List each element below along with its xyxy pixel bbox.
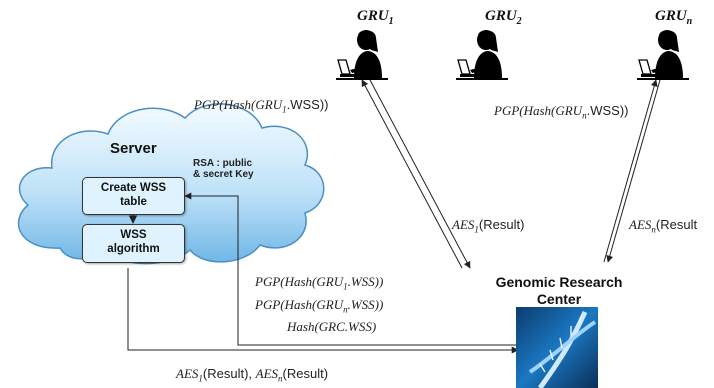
label-pgp-grun: PGP(Hash(GRUn.WSS)) bbox=[494, 103, 629, 121]
server-title: Server bbox=[110, 140, 157, 157]
arrow-grun-to-grc bbox=[606, 79, 661, 263]
label-aesn: AESn(Result bbox=[629, 217, 698, 235]
arrow-gru1-to-grc bbox=[369, 79, 471, 269]
label-pgp-gru1: PGP(Hash(GRU1.WSS)) bbox=[194, 97, 329, 115]
wss-algorithm-box: WSS algorithm bbox=[82, 224, 185, 263]
grc-label: Genomic Research Center bbox=[495, 274, 623, 307]
user-silhouette-icon bbox=[637, 30, 689, 80]
rsa-note: RSA : public & secret Key bbox=[193, 158, 254, 180]
dna-image bbox=[516, 307, 598, 388]
gru-2-label: GRU2 bbox=[485, 8, 522, 27]
label-grc-to-server: PGP(Hash(GRU1.WSS)) PGP(Hash(GRUn.WSS)) … bbox=[255, 274, 384, 335]
gru-1-label: GRU1 bbox=[357, 8, 394, 27]
label-server-to-grc: AES1(Result), AESn(Result) bbox=[176, 366, 329, 384]
user-silhouette-icon bbox=[456, 30, 508, 80]
arrow-grc-to-server bbox=[184, 192, 518, 346]
label-aes1: AES1(Result) bbox=[452, 217, 525, 235]
gru-n-label: GRUn bbox=[655, 8, 693, 27]
arrow-grc-to-grun bbox=[603, 79, 658, 263]
arrow-server-to-grc bbox=[127, 268, 519, 354]
arrow-grc-to-gru1 bbox=[361, 79, 463, 269]
user-silhouette-icon bbox=[336, 30, 388, 80]
create-wss-table-box: Create WSS table bbox=[82, 177, 185, 215]
